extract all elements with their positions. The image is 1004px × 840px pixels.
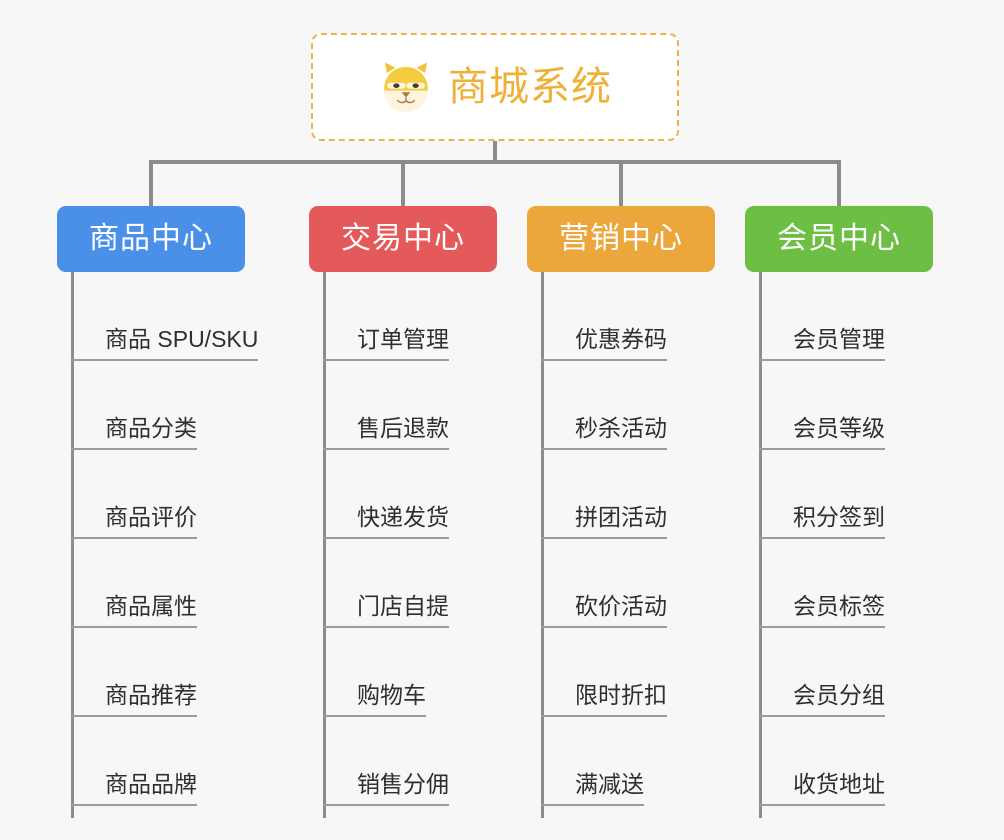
leaf-item[interactable]: 商品分类 xyxy=(71,361,301,450)
leaf-label: 砍价活动 xyxy=(541,595,667,628)
leaf-item[interactable]: 拼团活动 xyxy=(541,450,771,539)
leaf-spine xyxy=(71,272,74,818)
leaf-column-4: 会员管理 会员等级 积分签到 会员标签 会员分组 收货地址 xyxy=(759,272,989,818)
leaf-item[interactable]: 会员管理 xyxy=(759,272,989,361)
leaf-label: 会员标签 xyxy=(759,595,885,628)
leaf-item[interactable]: 商品推荐 xyxy=(71,628,301,717)
leaf-item[interactable]: 会员等级 xyxy=(759,361,989,450)
leaf-item[interactable]: 购物车 xyxy=(323,628,553,717)
leaf-item[interactable]: 砍价活动 xyxy=(541,539,771,628)
leaf-label: 拼团活动 xyxy=(541,506,667,539)
connector-drop-1 xyxy=(149,160,153,208)
leaf-label: 秒杀活动 xyxy=(541,417,667,450)
leaf-item[interactable]: 积分签到 xyxy=(759,450,989,539)
leaf-item[interactable]: 快递发货 xyxy=(323,450,553,539)
leaf-item[interactable]: 限时折扣 xyxy=(541,628,771,717)
leaf-item[interactable]: 满减送 xyxy=(541,717,771,806)
leaf-label: 商品分类 xyxy=(71,417,197,450)
connector-root-stem xyxy=(493,141,497,164)
category-label: 商品中心 xyxy=(89,222,213,255)
root-title: 商城系统 xyxy=(448,65,612,109)
leaf-label: 商品品牌 xyxy=(71,773,197,806)
leaf-label: 积分签到 xyxy=(759,506,885,539)
leaf-item[interactable]: 商品评价 xyxy=(71,450,301,539)
leaf-item[interactable]: 会员分组 xyxy=(759,628,989,717)
category-label: 交易中心 xyxy=(341,222,465,255)
connector-drop-4 xyxy=(837,160,841,208)
leaf-spine xyxy=(541,272,544,818)
leaf-label: 订单管理 xyxy=(323,328,449,361)
leaf-label: 会员管理 xyxy=(759,328,885,361)
leaf-label: 商品属性 xyxy=(71,595,197,628)
leaf-spine xyxy=(759,272,762,818)
leaf-label: 售后退款 xyxy=(323,417,449,450)
leaf-label: 优惠券码 xyxy=(541,328,667,361)
leaf-label: 会员等级 xyxy=(759,417,885,450)
leaf-item[interactable]: 商品品牌 xyxy=(71,717,301,806)
leaf-label: 快递发货 xyxy=(323,506,449,539)
leaf-item[interactable]: 售后退款 xyxy=(323,361,553,450)
leaf-column-3: 优惠券码 秒杀活动 拼团活动 砍价活动 限时折扣 满减送 xyxy=(541,272,771,818)
category-box-2[interactable]: 交易中心 xyxy=(309,206,497,272)
leaf-label: 销售分佣 xyxy=(323,773,449,806)
leaf-column-2: 订单管理 售后退款 快递发货 门店自提 购物车 销售分佣 xyxy=(323,272,553,818)
category-box-3[interactable]: 营销中心 xyxy=(527,206,715,272)
category-label: 营销中心 xyxy=(559,222,683,255)
leaf-label: 限时折扣 xyxy=(541,684,667,717)
root-node[interactable]: 商城系统 xyxy=(311,33,679,141)
connector-drop-3 xyxy=(619,160,623,208)
leaf-label: 收货地址 xyxy=(759,773,885,806)
category-label: 会员中心 xyxy=(777,222,901,255)
leaf-item[interactable]: 门店自提 xyxy=(323,539,553,628)
leaf-label: 满减送 xyxy=(541,773,644,806)
leaf-label: 商品 SPU/SKU xyxy=(71,328,259,361)
leaf-item[interactable]: 秒杀活动 xyxy=(541,361,771,450)
leaf-label: 商品推荐 xyxy=(71,684,197,717)
category-box-4[interactable]: 会员中心 xyxy=(745,206,933,272)
leaf-item[interactable]: 订单管理 xyxy=(323,272,553,361)
leaf-item[interactable]: 销售分佣 xyxy=(323,717,553,806)
category-box-1[interactable]: 商品中心 xyxy=(57,206,245,272)
leaf-item[interactable]: 商品属性 xyxy=(71,539,301,628)
leaf-column-1: 商品 SPU/SKU 商品分类 商品评价 商品属性 商品推荐 商品品牌 xyxy=(71,272,301,818)
leaf-item[interactable]: 收货地址 xyxy=(759,717,989,806)
leaf-label: 购物车 xyxy=(323,684,426,717)
leaf-item[interactable]: 商品 SPU/SKU xyxy=(71,272,301,361)
leaf-label: 门店自提 xyxy=(323,595,449,628)
leaf-label: 会员分组 xyxy=(759,684,885,717)
leaf-item[interactable]: 会员标签 xyxy=(759,539,989,628)
leaf-spine xyxy=(323,272,326,818)
leaf-label: 商品评价 xyxy=(71,506,197,539)
connector-drop-2 xyxy=(401,160,405,208)
leaf-item[interactable]: 优惠券码 xyxy=(541,272,771,361)
connector-horizontal-bus xyxy=(149,160,841,164)
shiba-dog-face-icon xyxy=(384,62,428,113)
